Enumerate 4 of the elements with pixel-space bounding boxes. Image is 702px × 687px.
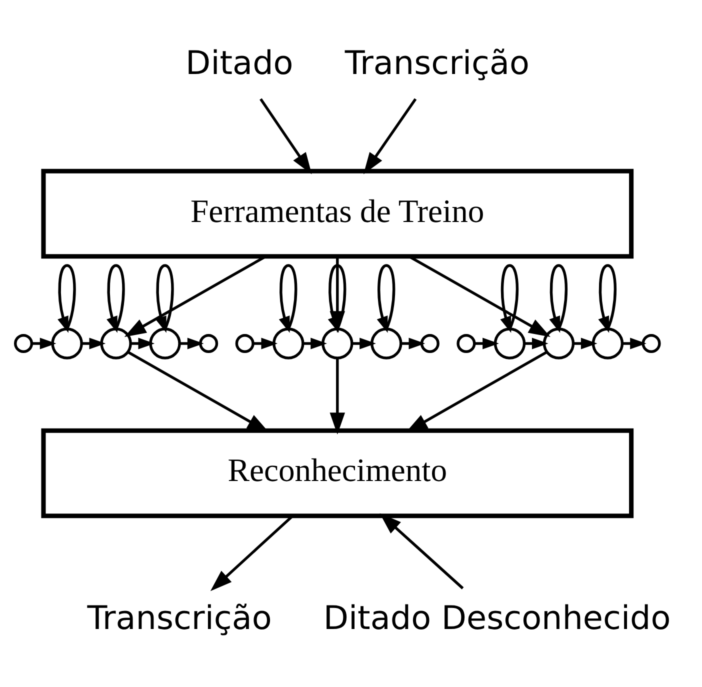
node-text: Transcrição (87, 599, 272, 638)
node-text: Ditado (186, 44, 294, 82)
node-text: Transcrição (344, 44, 530, 82)
node-text: Ditado Desconhecido (323, 599, 671, 638)
